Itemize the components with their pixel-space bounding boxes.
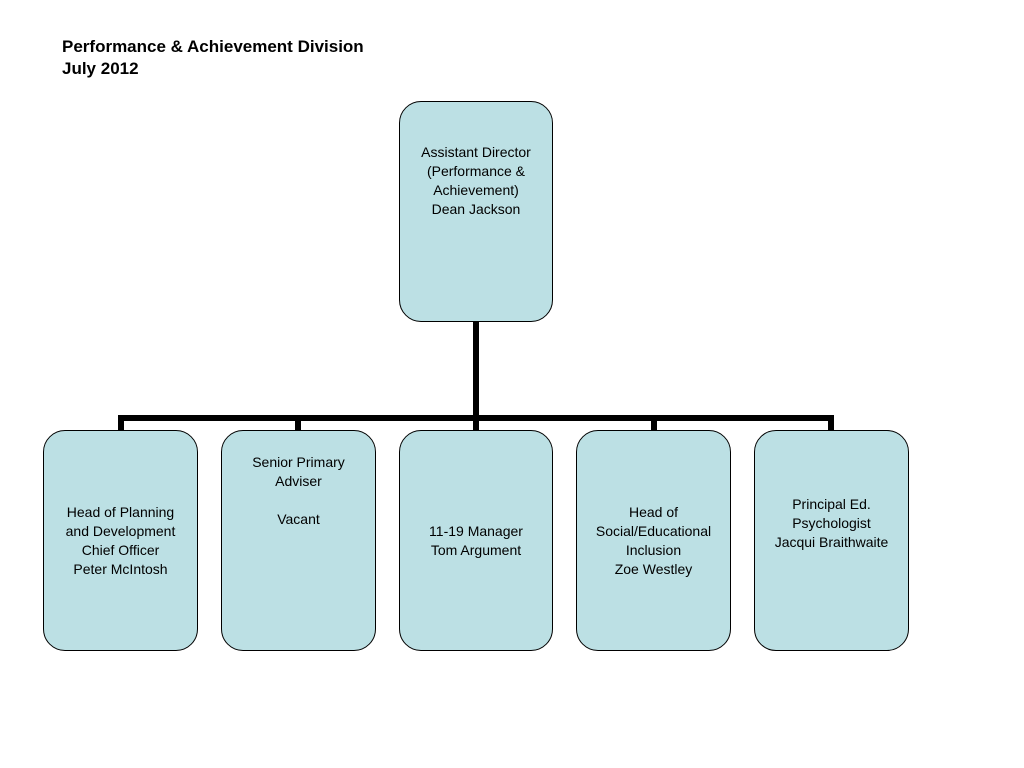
page-title: Performance & Achievement Division July … xyxy=(62,36,364,80)
node-text-line: Peter McIntosh xyxy=(73,560,168,577)
node-text-line: 11-19 Manager xyxy=(429,522,523,539)
node-text-line: (Performance & xyxy=(426,162,526,179)
node-text-line: Zoe Westley xyxy=(614,560,693,577)
node-text-line: Psychologist xyxy=(792,515,871,531)
org-node-assistant-director: Assistant Director (Performance & Achiev… xyxy=(399,101,553,322)
node-text-line: Head of xyxy=(628,503,679,520)
org-node-senior-primary-adviser: Senior Primary Adviser Vacant xyxy=(221,430,376,651)
node-text-line: Achievement) xyxy=(433,181,519,198)
node-text-line: Social/Educational xyxy=(595,522,712,539)
node-text-line: Tom Argument xyxy=(430,541,522,558)
node-text-line: Dean Jackson xyxy=(431,200,521,217)
node-text-line: Adviser xyxy=(275,472,322,489)
node-text-line: Head of Planning xyxy=(66,503,175,520)
node-text-line: and Development xyxy=(65,522,176,539)
node-text-line: Chief Officer xyxy=(81,541,160,558)
node-text-line: Jacqui Braithwaite xyxy=(774,534,889,550)
title-line-date: July 2012 xyxy=(62,59,139,78)
node-text-line: Assistant Director xyxy=(421,143,531,160)
node-text-line: Inclusion xyxy=(625,541,682,558)
title-line-division: Performance & Achievement Division xyxy=(62,37,364,56)
org-node-head-of-planning: Head of Planning and Development Chief O… xyxy=(43,430,198,651)
node-text-line: Vacant xyxy=(277,510,320,527)
node-text-line: Principal Ed. xyxy=(792,496,871,512)
org-node-head-of-inclusion: Head of Social/Educational Inclusion Zoe… xyxy=(576,430,731,651)
org-node-principal-psychologist: Principal Ed. Psychologist Jacqui Braith… xyxy=(754,430,909,651)
node-text-line: Senior Primary xyxy=(252,453,345,470)
org-node-11-19-manager: 11-19 Manager Tom Argument xyxy=(399,430,553,651)
